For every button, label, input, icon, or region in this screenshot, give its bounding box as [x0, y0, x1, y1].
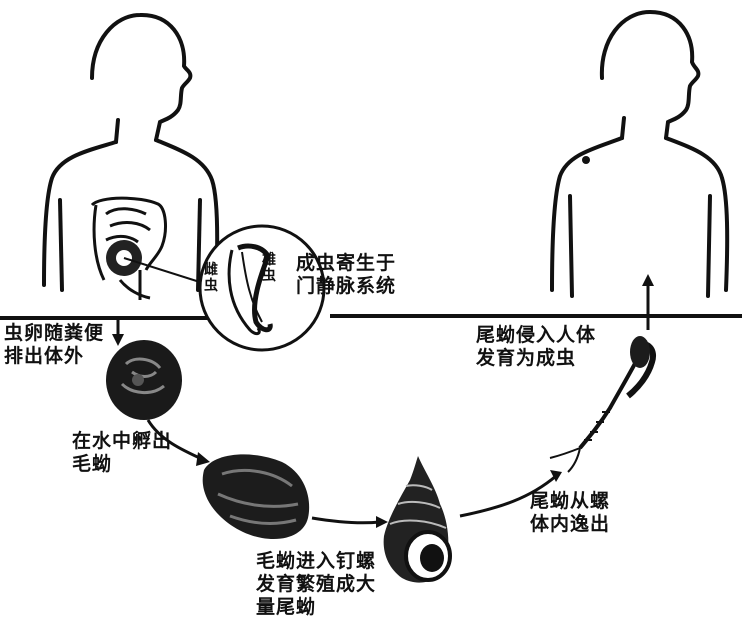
label-miracidium-snail: 毛蚴进入钉螺 发育繁殖成大 量尾蚴 [256, 550, 376, 619]
entry-point-mark [582, 156, 590, 164]
label-line: 尾蚴侵入人体 [476, 324, 596, 347]
label-line: 雌虫 [204, 262, 220, 294]
label-line: 量尾蚴 [256, 596, 376, 619]
label-cercaria-exit: 尾蚴从螺 体内逸出 [530, 490, 610, 536]
label-male-worm: 雄虫 [262, 252, 278, 284]
label-female-worm: 雌虫 [204, 262, 220, 294]
right-human-figure [552, 12, 727, 296]
label-line: 毛蚴 [72, 453, 172, 476]
snail-illustration [384, 456, 450, 583]
label-line: 毛蚴进入钉螺 [256, 550, 376, 573]
label-line: 在水中孵出 [72, 430, 172, 453]
label-line: 排出体外 [4, 345, 104, 368]
water-line [0, 316, 742, 318]
label-line: 虫卵随粪便 [4, 322, 104, 345]
label-line: 尾蚴从螺 [530, 490, 610, 513]
label-eggs-excreted: 虫卵随粪便 排出体外 [4, 322, 104, 368]
label-line: 发育繁殖成大 [256, 573, 376, 596]
label-line: 雄虫 [262, 252, 278, 284]
label-line: 门静脉系统 [296, 275, 396, 298]
miracidium-illustration [203, 454, 309, 539]
egg-illustration [106, 340, 182, 420]
label-line: 发育为成虫 [476, 347, 596, 370]
label-line: 体内逸出 [530, 513, 610, 536]
label-adult-location: 成虫寄生于 门静脉系统 [296, 252, 396, 298]
label-line: 成虫寄生于 [296, 252, 396, 275]
label-cercaria-infect: 尾蚴侵入人体 发育为成虫 [476, 324, 596, 370]
label-hatch-in-water: 在水中孵出 毛蚴 [72, 430, 172, 476]
